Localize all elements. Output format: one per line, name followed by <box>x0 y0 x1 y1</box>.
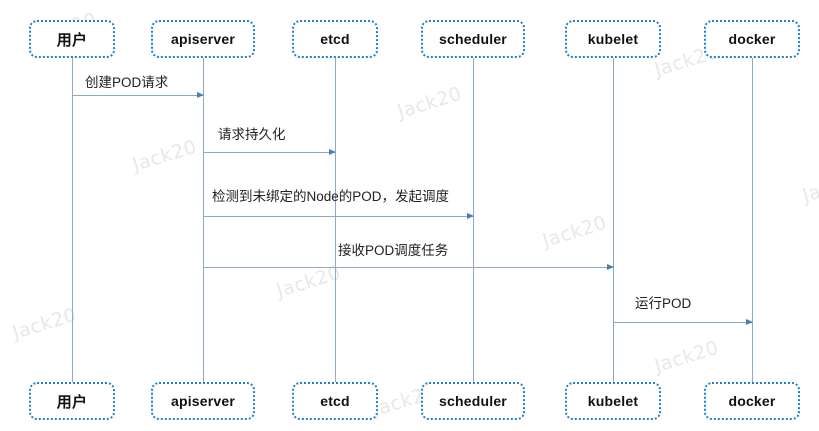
message-label-m4: 接收POD调度任务 <box>338 243 449 258</box>
arrowhead-icon <box>467 212 474 219</box>
actor-label-user: 用户 <box>56 31 88 49</box>
lifeline-kubelet <box>613 58 614 382</box>
lifeline-apiserver <box>203 58 204 382</box>
lifeline-scheduler <box>473 58 474 382</box>
actor-label-etcd: etcd <box>320 31 350 47</box>
actor-box-user-top[interactable]: 用户 <box>29 20 115 58</box>
actor-box-user-bottom[interactable]: 用户 <box>29 382 115 420</box>
actor-label-apiserver: apiserver <box>170 31 236 47</box>
actor-box-docker-bottom[interactable]: docker <box>704 382 800 420</box>
actor-box-scheduler-bottom[interactable]: scheduler <box>421 382 525 420</box>
watermark: Jack20 <box>540 211 610 253</box>
actor-box-etcd-top[interactable]: etcd <box>292 20 378 58</box>
watermark: Jack20 <box>10 303 80 345</box>
message-arrow-m4 <box>203 263 614 270</box>
actor-label-scheduler: scheduler <box>439 31 507 47</box>
watermark: Jack20 <box>130 135 200 177</box>
actor-box-kubelet-bottom[interactable]: kubelet <box>565 382 661 420</box>
lifeline-etcd <box>335 58 336 382</box>
message-arrow-m3 <box>203 212 474 219</box>
message-label-m3: 检测到未绑定的Node的POD，发起调度 <box>212 189 450 204</box>
message-arrow-m1 <box>72 91 204 98</box>
lifeline-docker <box>752 58 753 382</box>
message-label-m2: 请求持久化 <box>218 127 286 142</box>
message-arrow-m2 <box>203 148 336 155</box>
actor-label-docker: docker <box>728 31 776 47</box>
actor-box-kubelet-top[interactable]: kubelet <box>565 20 661 58</box>
actor-box-scheduler-top[interactable]: scheduler <box>421 20 525 58</box>
watermark: Jack20 <box>652 336 722 378</box>
actor-label-kubelet: kubelet <box>587 31 639 47</box>
actor-label-etcd: etcd <box>320 393 350 409</box>
actor-box-apiserver-bottom[interactable]: apiserver <box>151 382 255 420</box>
actor-box-docker-top[interactable]: docker <box>704 20 800 58</box>
actor-label-kubelet: kubelet <box>587 393 639 409</box>
arrowhead-icon <box>746 318 753 325</box>
message-label-m5: 运行POD <box>635 296 692 311</box>
watermark: Ja <box>800 180 819 208</box>
arrowhead-icon <box>329 148 336 155</box>
actor-label-apiserver: apiserver <box>170 393 236 409</box>
lifeline-user <box>72 58 73 382</box>
message-label-m1: 创建POD请求 <box>85 75 169 90</box>
actor-box-etcd-bottom[interactable]: etcd <box>292 382 378 420</box>
message-arrow-m5 <box>613 318 753 325</box>
actor-box-apiserver-top[interactable]: apiserver <box>151 20 255 58</box>
arrowhead-icon <box>197 91 204 98</box>
watermark: Jack20 <box>395 82 465 124</box>
actor-label-user: 用户 <box>56 393 88 411</box>
actor-label-scheduler: scheduler <box>439 393 507 409</box>
arrowhead-icon <box>607 263 614 270</box>
actor-label-docker: docker <box>728 393 776 409</box>
